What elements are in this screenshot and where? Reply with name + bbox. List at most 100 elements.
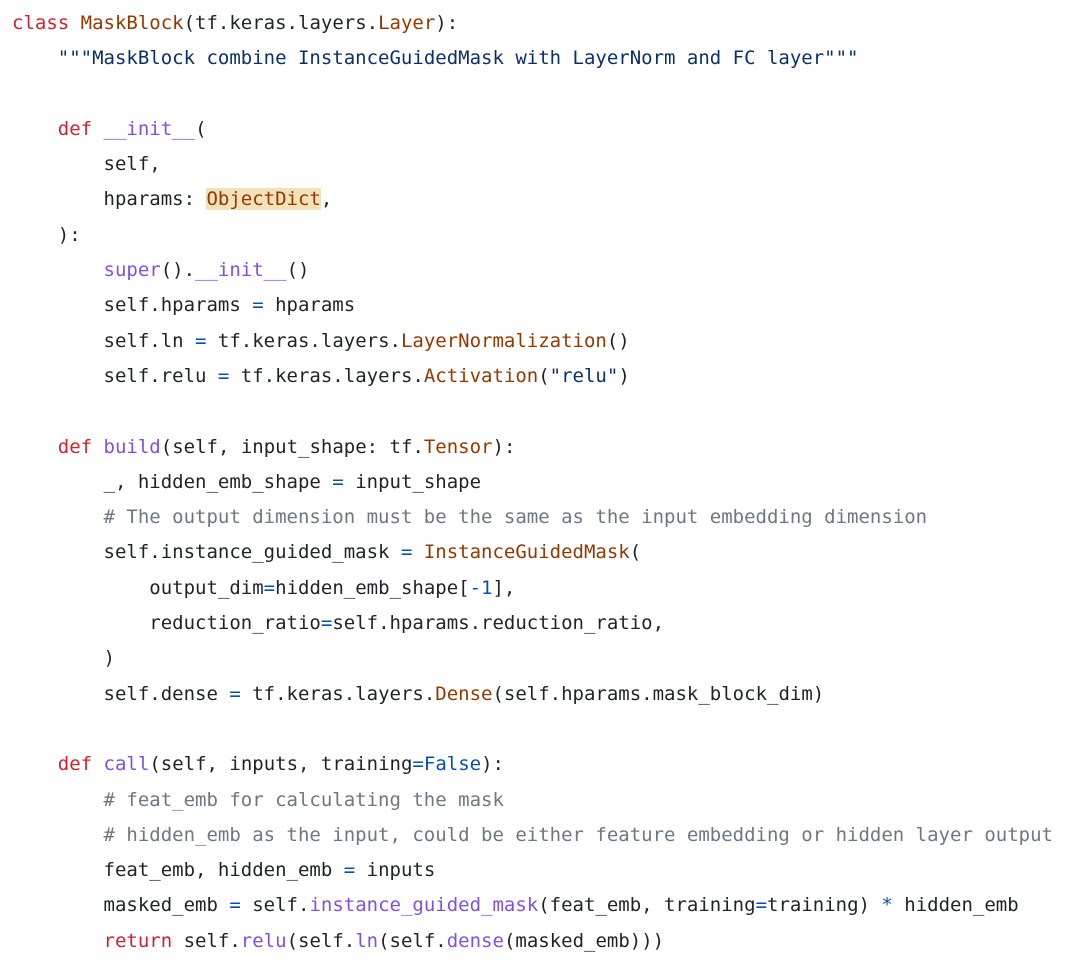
code-token: self.dense	[12, 682, 230, 705]
code-token: instance_guided_mask	[309, 894, 539, 917]
code-token: hidden_emb_shape[	[275, 576, 470, 599]
code-token: False	[423, 753, 482, 776]
code-token: MaskBlock	[80, 12, 184, 34]
code-line: self.relu = tf.keras.layers.Activation("…	[12, 359, 1053, 394]
code-token: return	[103, 929, 173, 952]
code-line: feat_emb, hidden_emb = inputs	[12, 853, 1053, 888]
code-token	[92, 118, 103, 140]
code-line: _, hidden_emb_shape = input_shape	[12, 465, 1053, 500]
code-token: # The output dimension must be the same …	[103, 506, 928, 529]
code-token: relu	[240, 929, 287, 952]
code-token: (self.	[378, 929, 447, 952]
code-token: =	[412, 753, 424, 776]
code-token: ()	[606, 329, 630, 352]
code-token: Activation	[423, 364, 539, 387]
code-token: ln	[355, 929, 379, 952]
code-line	[12, 712, 1053, 747]
code-token: LayerNormalization	[400, 329, 607, 352]
code-token: ],	[492, 576, 516, 599]
code-token	[12, 506, 104, 528]
code-token: input_shape	[343, 470, 482, 493]
code-token: (self, input_shape: tf.	[160, 435, 424, 458]
code-token: =	[343, 859, 356, 882]
code-token: self.hparams	[12, 294, 253, 317]
code-token: self.hparams.reduction_ratio,	[332, 612, 665, 635]
code-token	[12, 930, 104, 952]
code-token: ):	[435, 12, 459, 34]
code-token: (	[195, 117, 207, 140]
code-token	[12, 259, 104, 281]
code-token	[12, 753, 58, 775]
code-token: ().	[160, 259, 196, 282]
code-token: class	[12, 12, 70, 34]
code-token: self.relu	[12, 364, 218, 387]
code-line: super().__init__()	[12, 253, 1053, 288]
code-line: masked_emb = self.instance_guided_mask(f…	[12, 888, 1053, 923]
code-token: self.	[172, 929, 241, 952]
code-token	[92, 753, 103, 775]
code-line: self,	[12, 147, 1053, 182]
code-token: # feat_emb for calculating the mask	[103, 788, 504, 811]
code-token: _, hidden_emb_shape	[12, 470, 333, 493]
code-token: =	[755, 894, 768, 917]
code-token: )	[12, 647, 115, 670]
code-token: self,	[12, 153, 161, 176]
code-token: build	[103, 435, 161, 458]
code-token: )	[618, 364, 630, 387]
code-token: Tensor	[423, 435, 493, 458]
code-line: reduction_ratio=self.hparams.reduction_r…	[12, 606, 1053, 641]
code-token: reduction_ratio	[12, 612, 321, 635]
code-token	[92, 436, 103, 458]
code-token	[69, 12, 80, 34]
code-line: )	[12, 641, 1053, 676]
code-token: "relu"	[549, 364, 619, 387]
code-token: self.instance_guided_mask	[12, 541, 401, 564]
code-token: *	[881, 894, 893, 917]
code-line: self.hparams = hparams	[12, 288, 1053, 323]
code-token: ):	[12, 223, 81, 246]
code-token: =	[320, 612, 333, 635]
code-line: """MaskBlock combine InstanceGuidedMask …	[12, 41, 1053, 76]
code-line: def __init__(	[12, 112, 1053, 147]
code-token	[12, 118, 58, 140]
code-token: masked_emb	[12, 894, 230, 917]
code-token	[12, 47, 58, 69]
code-line: return self.relu(self.ln(self.dense(mask…	[12, 924, 1053, 959]
code-token: =	[263, 576, 276, 599]
code-line: self.instance_guided_mask = InstanceGuid…	[12, 535, 1053, 570]
code-token: def	[57, 117, 93, 140]
code-token: (	[538, 364, 550, 387]
code-token: =	[400, 541, 413, 564]
code-line: self.dense = tf.keras.layers.Dense(self.…	[12, 677, 1053, 712]
code-token: -1	[469, 576, 493, 599]
code-token	[12, 824, 104, 846]
code-token: (self.hparams.mask_block_dim)	[492, 682, 825, 705]
code-token: def	[57, 753, 93, 776]
code-line: ):	[12, 218, 1053, 253]
code-token: def	[57, 435, 93, 458]
code-token	[12, 436, 58, 458]
code-token: super	[103, 259, 161, 282]
code-line: # The output dimension must be the same …	[12, 500, 1053, 535]
code-token: training)	[767, 894, 882, 917]
code-token: hparams:	[12, 188, 207, 211]
code-token: ):	[492, 435, 516, 458]
code-token: (feat_emb, training	[538, 894, 756, 917]
code-token: (	[629, 541, 642, 564]
code-token: self.	[240, 894, 310, 917]
code-line: hparams: ObjectDict,	[12, 182, 1053, 217]
code-token: self.ln	[12, 329, 196, 352]
code-token: inputs	[355, 859, 436, 882]
code-token	[12, 789, 104, 811]
code-token: __init__	[195, 259, 287, 282]
code-token: """MaskBlock combine InstanceGuidedMask …	[57, 47, 859, 70]
code-token: InstanceGuidedMask	[423, 541, 630, 564]
code-token: (masked_emb)))	[503, 929, 665, 952]
code-line: output_dim=hidden_emb_shape[-1],	[12, 571, 1053, 606]
code-token: call	[103, 753, 150, 776]
code-token: tf.keras.layers.	[240, 682, 436, 705]
code-token: ObjectDict	[206, 188, 321, 211]
code-line: self.ln = tf.keras.layers.LayerNormaliza…	[12, 324, 1053, 359]
code-token: =	[252, 294, 264, 317]
code-token: =	[195, 329, 207, 352]
